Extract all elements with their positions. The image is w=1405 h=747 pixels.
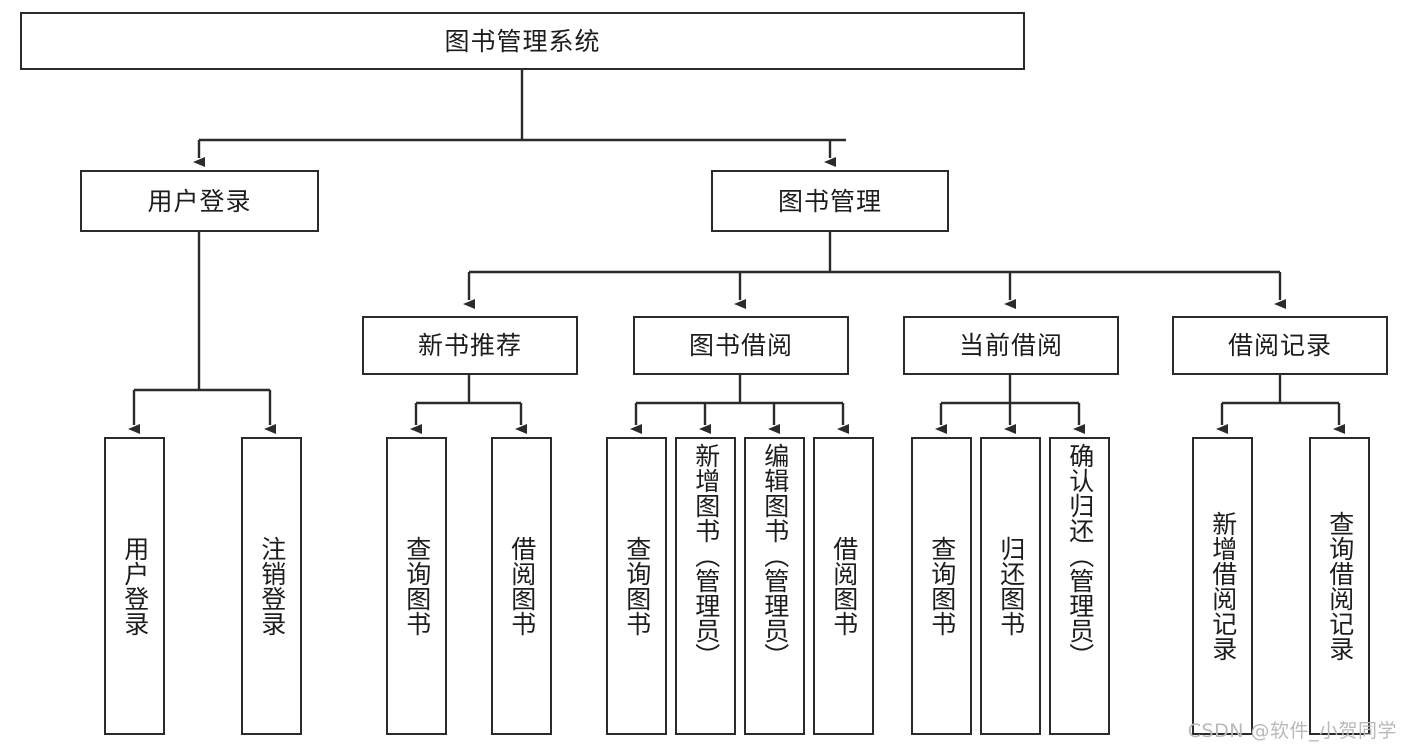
node-user-login-label: 用户登录 [147, 186, 252, 216]
leaf-query-book-current[interactable]: 查询图书 [911, 437, 972, 735]
leaf-query-borrow-record-label: 查询借阅记录 [1325, 511, 1355, 661]
leaf-logout-label: 注销登录 [257, 536, 287, 636]
node-user-login[interactable]: 用户登录 [80, 170, 319, 232]
leaf-borrow-book-borrow-label: 借阅图书 [829, 536, 859, 636]
leaf-add-borrow-record[interactable]: 新增借阅记录 [1192, 437, 1253, 735]
leaf-query-book-current-label: 查询图书 [927, 536, 957, 636]
leaf-return-book-label: 归还图书 [996, 536, 1026, 636]
leaf-add-book-admin[interactable]: 新增图书（管理员） [675, 437, 736, 735]
leaf-return-book[interactable]: 归还图书 [980, 437, 1041, 735]
leaf-add-book-admin-label: 新增图书（管理员） [691, 443, 721, 668]
leaf-query-book-newbook-label: 查询图书 [402, 536, 432, 636]
leaf-logout[interactable]: 注销登录 [241, 437, 302, 735]
node-book-management-label: 图书管理 [777, 186, 882, 216]
leaf-edit-book-admin[interactable]: 编辑图书（管理员） [744, 437, 805, 735]
leaf-edit-book-admin-label: 编辑图书（管理员） [760, 443, 790, 668]
node-book-management[interactable]: 图书管理 [711, 170, 949, 232]
leaf-borrow-book-newbook[interactable]: 借阅图书 [491, 437, 552, 735]
leaf-query-book-newbook[interactable]: 查询图书 [386, 437, 447, 735]
leaf-confirm-return-admin-label: 确认归还（管理员） [1065, 443, 1095, 668]
node-new-book-recommend-label: 新书推荐 [417, 331, 522, 360]
node-borrow-record[interactable]: 借阅记录 [1172, 316, 1388, 375]
node-book-borrow[interactable]: 图书借阅 [633, 316, 849, 375]
node-new-book-recommend[interactable]: 新书推荐 [362, 316, 578, 375]
leaf-borrow-book-borrow[interactable]: 借阅图书 [813, 437, 874, 735]
leaf-user-login-label: 用户登录 [120, 536, 150, 636]
leaf-query-borrow-record[interactable]: 查询借阅记录 [1309, 437, 1370, 735]
leaf-user-login[interactable]: 用户登录 [104, 437, 165, 735]
csdn-watermark: CSDN @软件_小贺同学 [1187, 720, 1397, 742]
node-current-borrow-label: 当前借阅 [958, 331, 1063, 360]
node-current-borrow[interactable]: 当前借阅 [903, 316, 1119, 375]
leaf-borrow-book-newbook-label: 借阅图书 [507, 536, 537, 636]
leaf-query-book-borrow[interactable]: 查询图书 [606, 437, 667, 735]
node-book-borrow-label: 图书借阅 [688, 331, 793, 360]
node-root[interactable]: 图书管理系统 [20, 12, 1025, 70]
leaf-add-borrow-record-label: 新增借阅记录 [1208, 511, 1238, 661]
leaf-confirm-return-admin[interactable]: 确认归还（管理员） [1049, 437, 1110, 735]
node-root-label: 图书管理系统 [444, 26, 601, 56]
leaf-query-book-borrow-label: 查询图书 [622, 536, 652, 636]
node-borrow-record-label: 借阅记录 [1227, 331, 1332, 360]
